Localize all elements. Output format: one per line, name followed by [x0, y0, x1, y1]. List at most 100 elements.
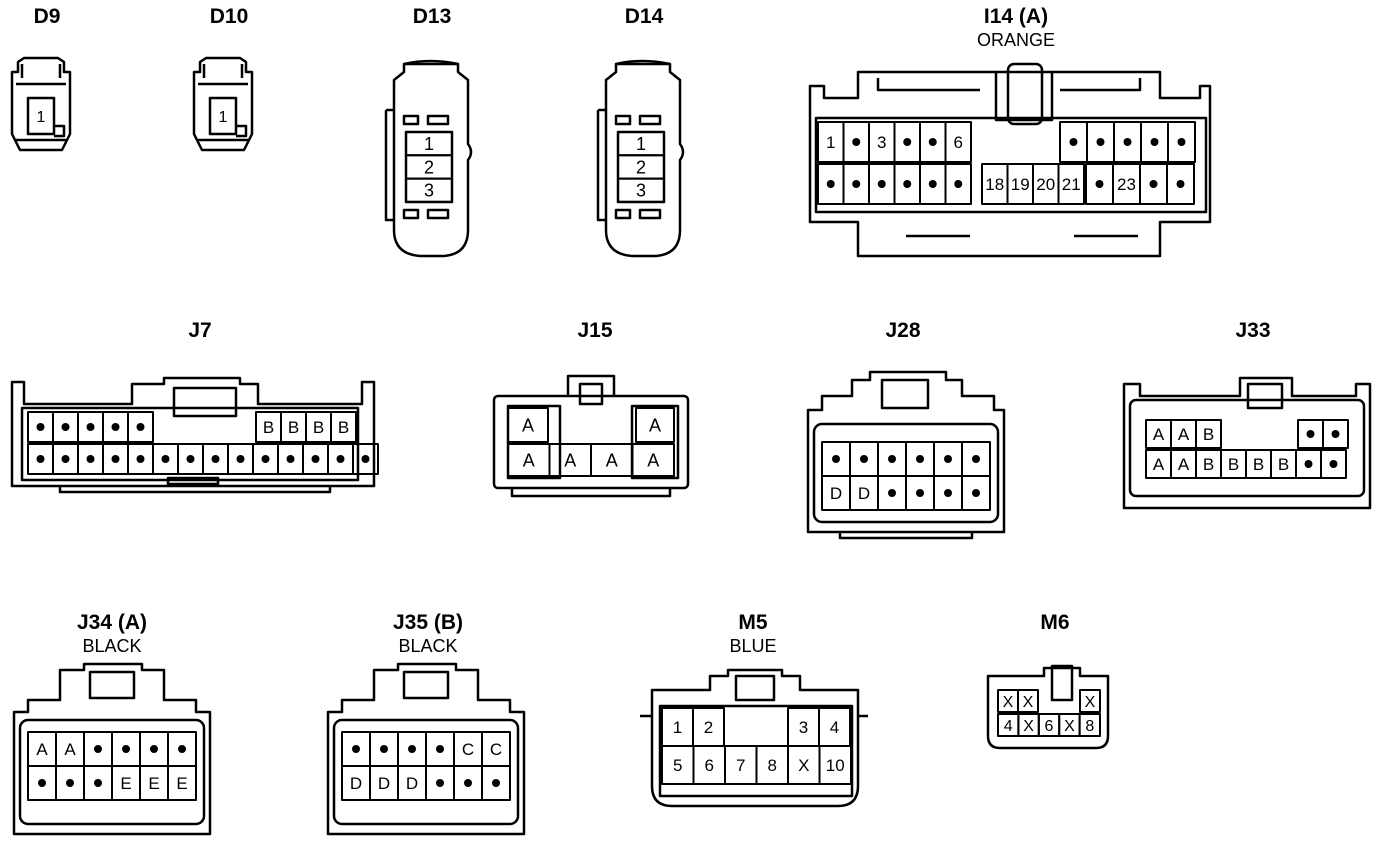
m5-title: M5 [738, 611, 768, 634]
m6-bottom-2-label: X [1023, 718, 1034, 735]
j7-top-left-3-dot [86, 423, 95, 431]
connector-j15 [492, 374, 690, 498]
i14-right-bottom-3-dot [1149, 180, 1158, 188]
j34-bottom-5-label: E [148, 774, 159, 793]
i14-mid-4-cell [1057, 163, 1085, 205]
j34-title: J34 (A) [76, 611, 148, 634]
j34-bottom-2-dot [66, 779, 74, 787]
m5-bottom-6-cell [818, 745, 852, 785]
j34-bottom-6-cell [167, 765, 197, 801]
j34-color: BLACK [82, 636, 142, 656]
i14-right-top-5-cell [1167, 121, 1196, 163]
j28-top-3-dot [888, 455, 896, 463]
j28-top-4-dot [916, 455, 924, 463]
j7-bottom-14-dot [361, 455, 370, 463]
d9-pin-1-label: 1 [37, 109, 46, 126]
j34-bottom-4-label: E [120, 774, 131, 793]
i14-top-6-label: 6 [954, 133, 963, 152]
j7-bottom-1-dot [36, 455, 45, 463]
j33-bottom-4-label: B [1228, 455, 1239, 474]
j34-bottom-1-dot [38, 779, 46, 787]
connector-d9 [10, 56, 72, 152]
i14-top-4-dot [903, 138, 912, 146]
j7-bottom-7-dot [186, 455, 195, 463]
j35-bottom-3-label: D [406, 774, 418, 793]
m5-bottom-4-label: 8 [768, 756, 777, 775]
m5-bottom-3-label: 7 [736, 756, 745, 775]
i14-right-top-2-dot [1096, 138, 1105, 146]
j35-title: J35 (B) [392, 611, 464, 634]
m6-bottom-3-label: 6 [1045, 718, 1054, 735]
j28-top-6-dot [972, 455, 980, 463]
j15-top-1-label: A [522, 415, 534, 435]
j7-title: J7 [188, 319, 212, 342]
j7-top-left-5-dot [136, 423, 145, 431]
j7-top-right-4-label: B [338, 418, 349, 437]
j33-bottom-6-label: B [1278, 455, 1289, 474]
j7-bottom-6-dot [161, 455, 170, 463]
connector-j33 [1122, 376, 1372, 510]
j28-title: J28 [885, 319, 921, 342]
j15-bottom-4-cell [631, 443, 675, 477]
i14-right-bottom-2-label: 23 [1117, 175, 1136, 194]
j35-top-4-dot [436, 745, 444, 753]
connector-j28 [806, 370, 1006, 540]
i14-bottom-2-dot [852, 180, 861, 188]
j15-top-1-cell [507, 407, 549, 443]
m6-bottom-5-label: 8 [1085, 718, 1094, 735]
m6-top-left-1-label: X [1003, 694, 1014, 711]
j35-bottom-6-cell [481, 765, 511, 801]
j7-top-left-4-dot [111, 423, 120, 431]
j7-bottom-9-dot [236, 455, 245, 463]
j35-top-5-label: C [462, 740, 474, 759]
j7-bottom-3-dot [86, 455, 95, 463]
i14-color: ORANGE [976, 30, 1055, 50]
m5-bottom-2-label: 6 [705, 756, 714, 775]
m5-bottom-1-label: 5 [673, 756, 682, 775]
i14-top-1-label: 1 [826, 133, 835, 152]
i14-bottom-6-cell [944, 163, 972, 205]
j34-bottom-6-label: E [176, 774, 187, 793]
j7-bottom-2-dot [61, 455, 70, 463]
m6-top-right-1-cell [1079, 689, 1101, 713]
d14-pin-3-cell [617, 177, 665, 203]
i14-mid-4-label: 21 [1062, 175, 1081, 194]
j34-top-6-dot [178, 745, 186, 753]
j34-top-2-label: A [64, 740, 76, 759]
j15-top-2-cell [635, 407, 675, 443]
i14-right-bottom-4-dot [1176, 180, 1185, 188]
i14-right-top-5-dot [1177, 138, 1186, 146]
m5-bottom-6-label: 10 [826, 756, 845, 775]
i14-right-top-4-dot [1150, 138, 1159, 146]
j7-bottom-12-dot [311, 455, 320, 463]
d14-pin-2-label: 2 [636, 157, 646, 177]
j35-bottom-5-dot [464, 779, 472, 787]
j33-bottom-3-label: B [1203, 455, 1214, 474]
j33-bottom-8-cell [1320, 449, 1347, 479]
i14-right-top-3-dot [1123, 138, 1132, 146]
i14-bottom-5-dot [928, 180, 937, 188]
j35-top-1-dot [352, 745, 360, 753]
connector-i14 [808, 62, 1212, 258]
d14-title: D14 [624, 5, 664, 28]
d13-pin-3-cell [405, 177, 453, 203]
j34-top-5-dot [150, 745, 158, 753]
j28-bottom-4-dot [916, 489, 924, 497]
j35-bottom-1-label: D [350, 774, 362, 793]
d9-title: D9 [33, 5, 61, 28]
d13-pin-3-label: 3 [424, 181, 434, 201]
i14-mid-1-label: 18 [985, 175, 1004, 194]
m5-top-left-2-label: 2 [704, 718, 713, 737]
d14-pin-3-label: 3 [636, 181, 646, 201]
i14-right-top-1-dot [1069, 138, 1078, 146]
j35-top-2-dot [380, 745, 388, 753]
connector-j35 [326, 662, 526, 836]
j7-bottom-11-dot [286, 455, 295, 463]
j15-title: J15 [577, 319, 613, 342]
j28-top-2-dot [860, 455, 868, 463]
i14-title: I14 (A) [983, 5, 1049, 28]
j7-top-right-1-label: B [263, 418, 274, 437]
j7-top-right-2-label: B [288, 418, 299, 437]
j33-bottom-7-dot [1304, 460, 1313, 468]
